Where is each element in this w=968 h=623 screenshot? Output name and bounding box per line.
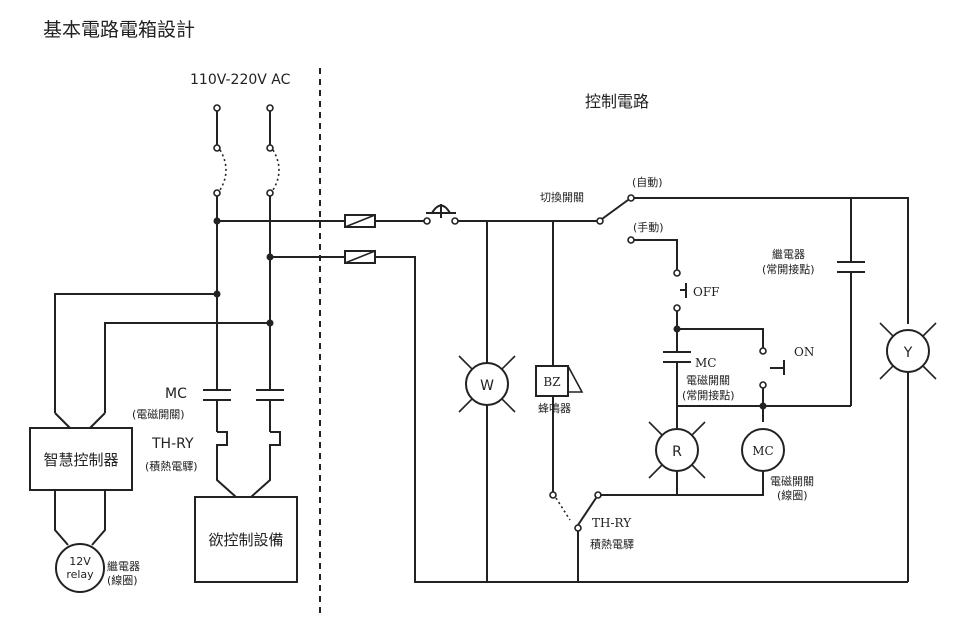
buzzer-text: BZ (543, 375, 560, 389)
mc-contact-sub1: 電磁開關 (686, 374, 730, 387)
mc-contact-left (203, 389, 284, 432)
control-circuit-title: 控制電路 (585, 92, 649, 111)
mc-coil (741, 428, 785, 472)
thry-switch-sub: 積熱電驛 (590, 537, 634, 551)
power-input (213, 104, 280, 197)
off-label: OFF (693, 285, 720, 299)
relay-coil-text: 12V (69, 555, 91, 568)
page-title: 基本電路電箱設計 (43, 19, 195, 41)
smart-controller-box (29, 427, 133, 491)
mc-coil-sub: (線圈) (777, 488, 808, 502)
lamp-r-label: R (672, 444, 682, 460)
switch-label: 切換開關 (540, 191, 584, 204)
thry-label-left: TH-RY (151, 436, 194, 452)
mc-label-left: MC (165, 386, 187, 402)
relay-no-sub: (常開接點) (762, 263, 815, 276)
lamp-y (879, 322, 937, 380)
switch-auto: (自動) (632, 175, 663, 189)
lamp-w (458, 355, 516, 413)
lamp-w-label: W (480, 378, 494, 394)
buzzer (535, 365, 584, 397)
device-box (194, 496, 298, 583)
thry-left (216, 431, 281, 498)
mc-coil-text: MC (752, 444, 773, 458)
mc-contact-sub2: (常開接點) (682, 389, 735, 402)
smart-controller-label: 智慧控制器 (43, 451, 118, 469)
breaker-switch (423, 204, 459, 225)
relay-coil-text2: relay (66, 568, 94, 581)
mc-sub-left: (電磁開關) (132, 408, 185, 421)
fuse-1 (344, 214, 376, 228)
thry-sub-left: (積熱電驛) (145, 459, 198, 473)
lamp-y-label: Y (903, 345, 913, 361)
mc-coil-label: 電磁開關 (770, 475, 814, 488)
mc-contact-label: MC (695, 356, 716, 370)
thry-switch-label: TH-RY (592, 516, 632, 530)
relay-coil-label: 繼電器 (107, 559, 140, 573)
relay-coil-sub: (線圈) (107, 573, 138, 587)
relay-no-label: 繼電器 (772, 247, 805, 261)
device-label: 欲控制設備 (208, 531, 283, 549)
switch-manual: (手動) (633, 220, 664, 234)
on-label: ON (794, 345, 814, 359)
buzzer-label: 蜂鳴器 (538, 401, 571, 415)
relay-coil-circle (55, 543, 105, 593)
supply-label: 110V-220V AC (190, 72, 291, 88)
fuse-2 (344, 250, 376, 264)
